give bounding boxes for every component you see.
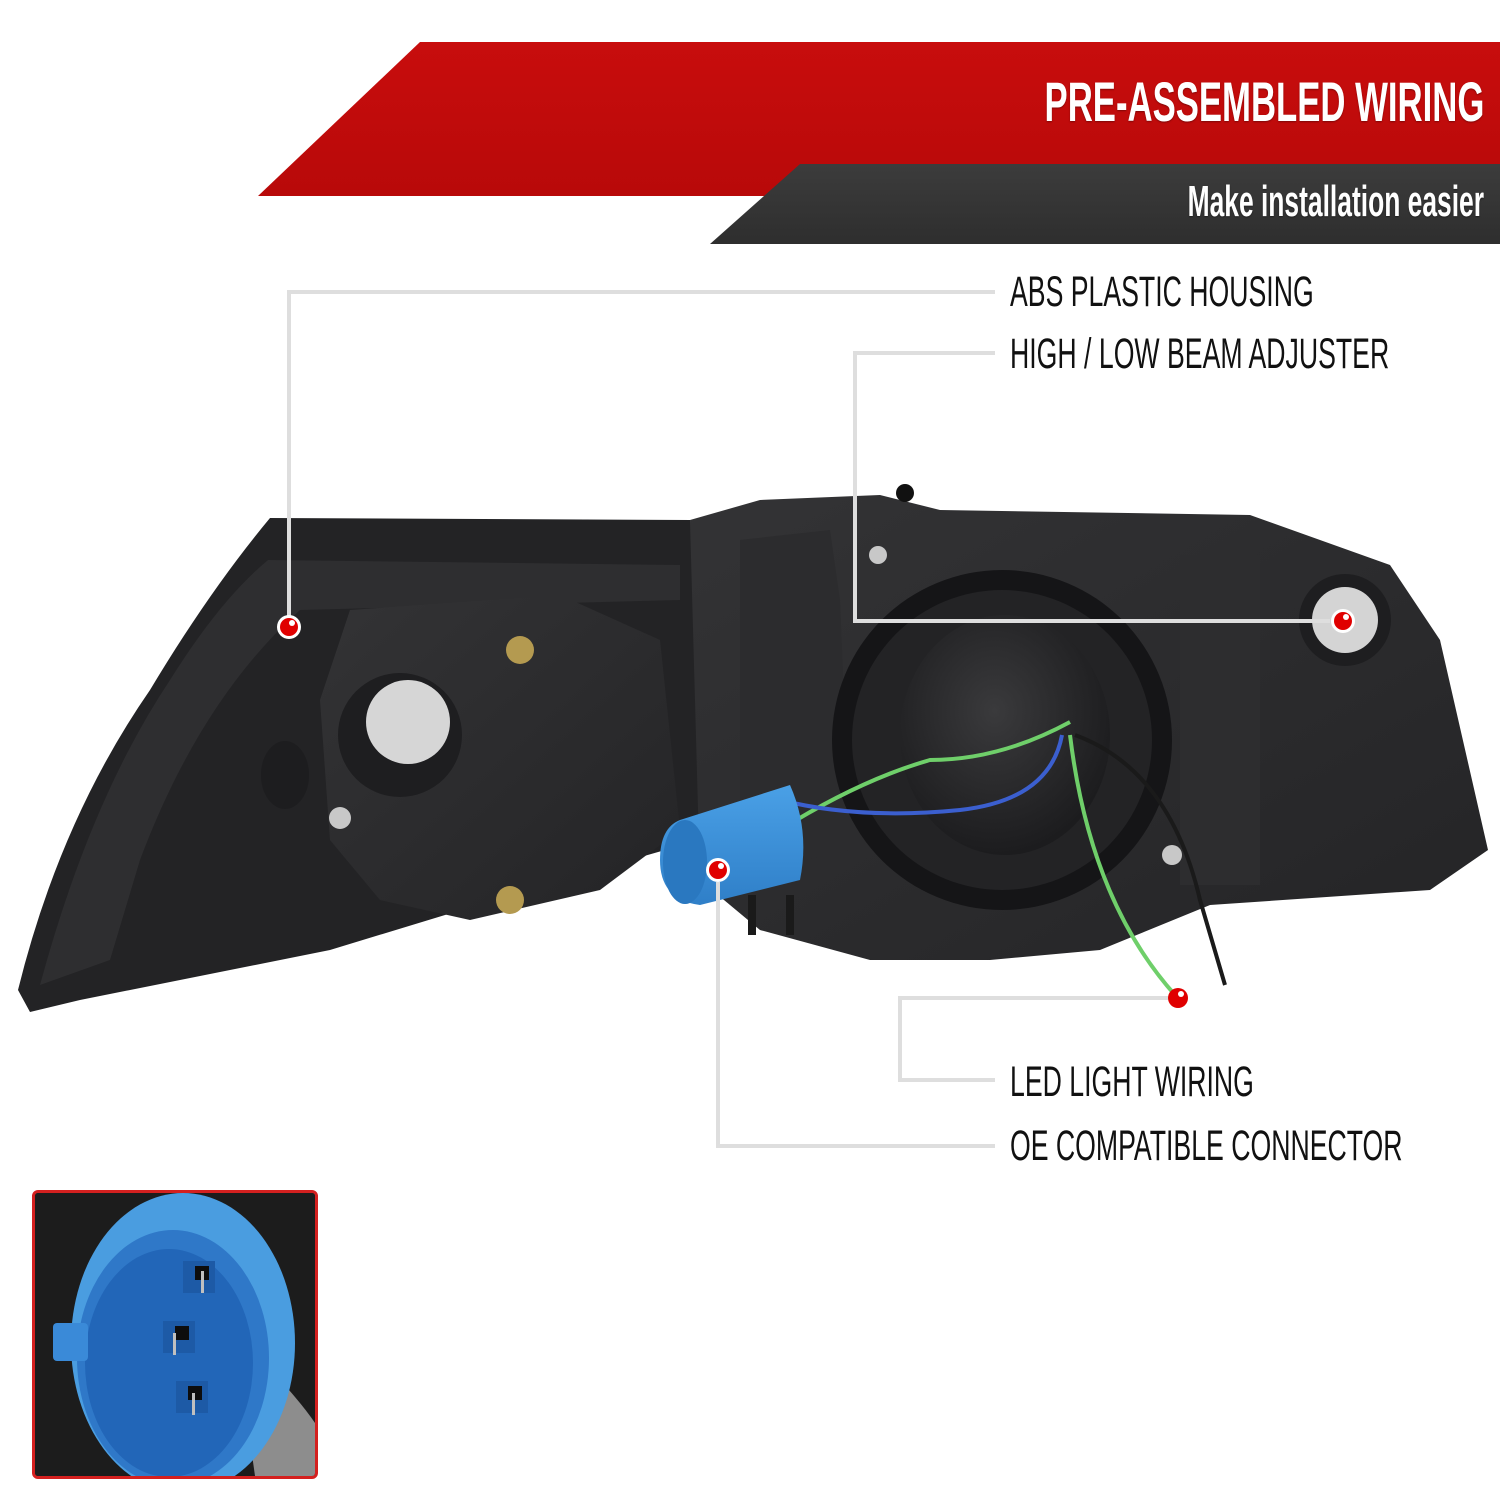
- blue-wire: [779, 734, 1064, 816]
- connector-closeup-inset: [32, 1190, 318, 1479]
- green-wire-1: [778, 720, 1071, 832]
- leader-adjuster: [853, 351, 1330, 623]
- label-oe-connector: OE COMPATIBLE CONNECTOR: [1010, 1122, 1403, 1170]
- marker-connector-icon: [706, 858, 730, 882]
- black-wire: [1074, 733, 1227, 986]
- red-banner: [258, 42, 1500, 196]
- marker-dots: [277, 609, 1355, 1008]
- leader-housing: [287, 290, 995, 618]
- leader-led: [898, 996, 1168, 1082]
- label-led-wiring: LED LIGHT WIRING: [1010, 1058, 1254, 1106]
- green-wire-2: [1068, 734, 1177, 997]
- connector-closeup-image: [35, 1193, 315, 1476]
- marker-led-icon: [1168, 988, 1188, 1008]
- dust-cap: [900, 615, 1110, 855]
- label-beam-adjuster: HIGH / LOW BEAM ADJUSTER: [1010, 330, 1390, 378]
- label-abs-housing: ABS PLASTIC HOUSING: [1010, 268, 1314, 316]
- leader-connector: [716, 882, 995, 1148]
- banner-title: PRE-ASSEMBLED WIRING: [1044, 70, 1484, 133]
- dark-banner: [710, 164, 1500, 244]
- marker-adjuster-icon: [1331, 609, 1355, 633]
- bulb-opening: [366, 680, 450, 764]
- banner-subtitle: Make installation easier: [1187, 177, 1484, 226]
- marker-housing-icon: [277, 615, 301, 639]
